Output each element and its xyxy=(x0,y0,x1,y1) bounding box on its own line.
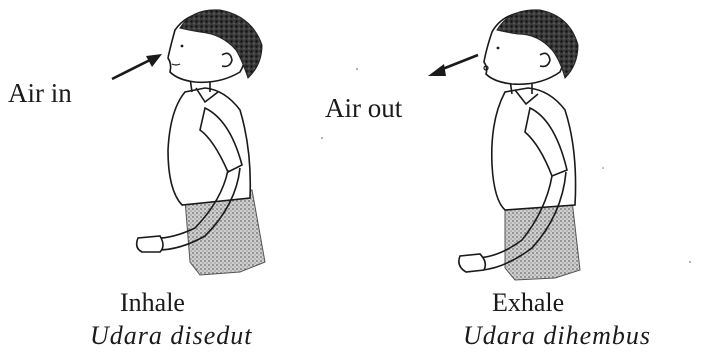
exhale-caption: Exhale xyxy=(492,290,564,316)
exhale-translation-caption: Udara dihembus xyxy=(463,323,651,349)
exhaling-boy-figure xyxy=(459,10,580,280)
inhaling-boy-figure xyxy=(137,10,265,275)
air-in-label: Air in xyxy=(8,80,72,107)
air-out-label: Air out xyxy=(325,95,402,122)
inhale-caption: Inhale xyxy=(120,290,185,316)
air-in-arrow xyxy=(112,54,162,79)
air-out-arrow xyxy=(428,55,478,76)
inhale-translation-caption: Udara disedut xyxy=(90,323,253,349)
